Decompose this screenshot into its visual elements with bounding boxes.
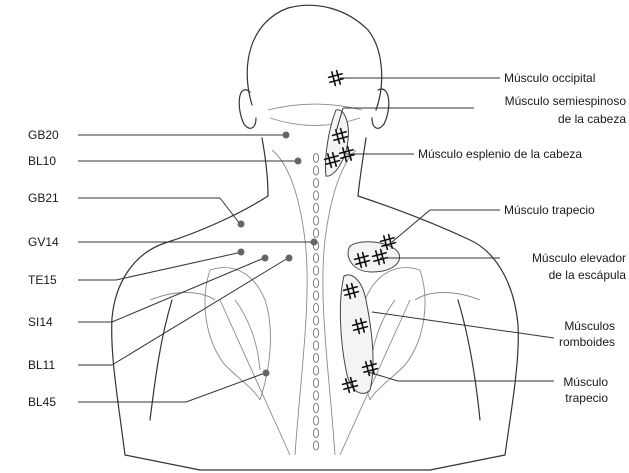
label-si14: SI14 (28, 315, 53, 329)
vertebra (313, 178, 318, 187)
label-levator-line2: de la escápula (549, 268, 627, 282)
point-bl11 (286, 255, 293, 262)
vertebra (313, 203, 318, 212)
vertebra (313, 253, 318, 262)
label-rhomboids: Músculos (564, 319, 615, 333)
point-gb21 (238, 221, 245, 228)
vertebra (313, 216, 318, 225)
point-bl45 (263, 370, 270, 377)
point-te15 (238, 249, 245, 256)
vertebra (313, 353, 318, 362)
right-labels: Músculo occipital Músculo semiespinoso d… (418, 71, 626, 405)
vertebra (313, 441, 318, 450)
vertebra (313, 341, 318, 350)
label-te15: TE15 (28, 273, 57, 287)
point-si14 (262, 255, 269, 262)
label-semispinalis: Músculo semiespinoso (505, 94, 627, 108)
label-trapezius-upper: Músculo trapecio (504, 203, 595, 217)
vertebra (313, 303, 318, 312)
vertebra (313, 291, 318, 300)
vertebra (313, 366, 318, 375)
label-occipital: Músculo occipital (504, 71, 595, 85)
vertebra (313, 278, 318, 287)
label-bl11: BL11 (28, 358, 55, 372)
vertebra (313, 403, 318, 412)
vertebra (313, 391, 318, 400)
vertebra (313, 266, 318, 275)
vertebra (313, 316, 318, 325)
label-rhomboids-line2: romboides (559, 335, 615, 349)
label-gv14: GV14 (28, 235, 59, 249)
left-labels: GB20 BL10 GB21 GV14 TE15 SI14 BL11 BL45 (28, 128, 59, 409)
label-gb21: GB21 (28, 191, 59, 205)
vertebra (313, 153, 318, 162)
label-bl10: BL10 (28, 154, 56, 168)
muscles (325, 110, 399, 394)
label-semispinalis-line2: de la cabeza (558, 112, 626, 126)
vertebra (313, 428, 318, 437)
spine-vertebrae (313, 153, 318, 450)
vertebra (313, 191, 318, 200)
label-levator: Músculo elevador (532, 251, 626, 265)
vertebra (313, 378, 318, 387)
point-gv14 (311, 239, 318, 246)
vertebra (313, 328, 318, 337)
label-trapezius-lower: Músculo (563, 375, 608, 389)
point-gb20 (283, 132, 290, 139)
label-trapezius-lower-line2: trapecio (565, 391, 608, 405)
vertebra (313, 166, 318, 175)
label-splenius: Músculo esplenio de la cabeza (418, 147, 582, 161)
vertebra (313, 416, 318, 425)
vertebra (313, 228, 318, 237)
point-bl10 (295, 158, 302, 165)
acupuncture-points (238, 132, 318, 377)
label-bl45: BL45 (28, 395, 56, 409)
label-gb20: GB20 (28, 128, 59, 142)
